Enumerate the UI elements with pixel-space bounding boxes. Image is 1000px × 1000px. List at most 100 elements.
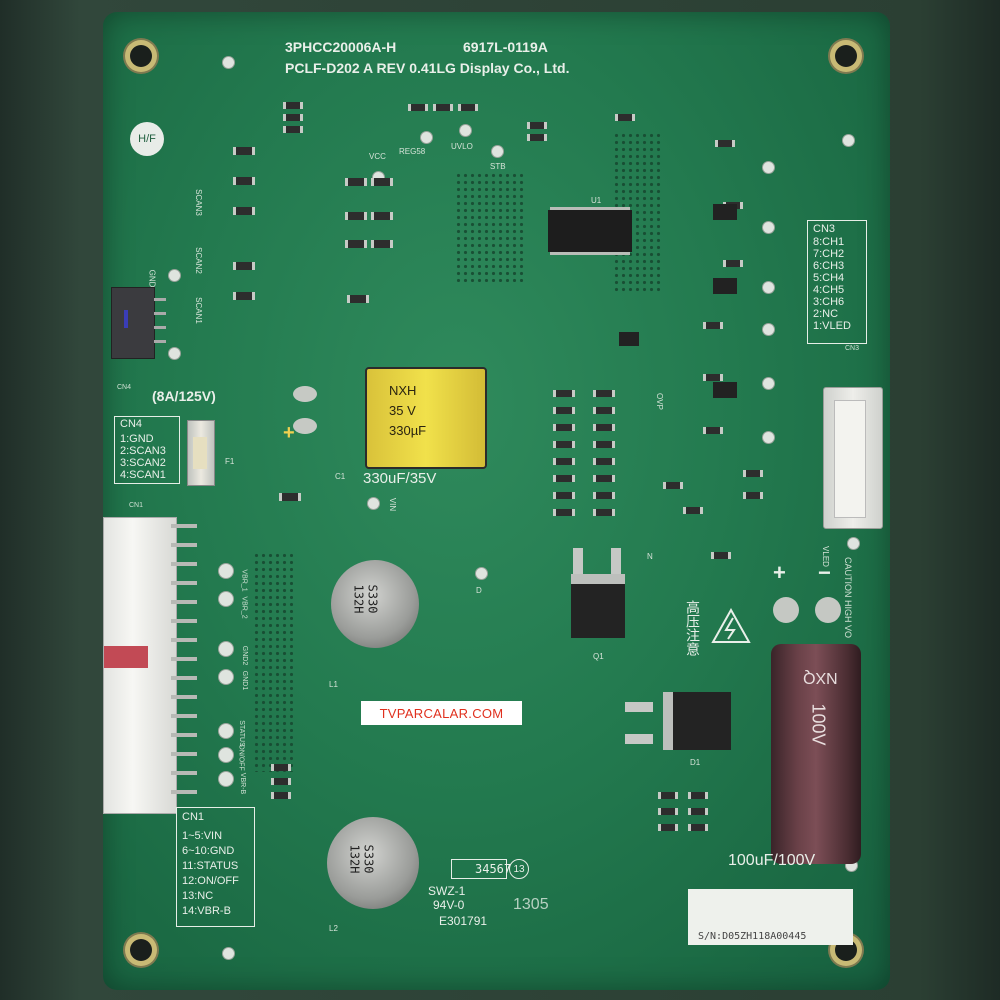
serial-label: S/N:D05ZH118A00445 (688, 889, 853, 945)
test-point (169, 348, 180, 359)
smd-resistor (593, 458, 615, 465)
smd-component (658, 792, 678, 799)
smd-resistor (593, 407, 615, 414)
test-point (492, 146, 503, 157)
cn1-test-pad (219, 724, 233, 738)
test-point (843, 135, 854, 146)
cn1-test-pad (219, 592, 233, 606)
capacitor-c2: NXQ 100V (771, 644, 861, 864)
cn3-pin-3: 3:CH6 (813, 296, 845, 308)
label-ovp: OVP (654, 393, 664, 410)
label-status: STATUS (237, 720, 245, 747)
test-point (373, 172, 384, 183)
smd-resistor (593, 475, 615, 482)
diode-d1-lead (625, 702, 653, 712)
minus-mark-c2: − (818, 560, 831, 585)
smd-resistor (553, 509, 575, 516)
smd-component (658, 808, 678, 815)
c2-value: 100V (808, 703, 829, 746)
test-point (223, 948, 234, 959)
mosfet-q1-lead (611, 548, 621, 574)
mosfet-q1-lead (573, 548, 583, 574)
cn4-pin-3: 3:SCAN2 (120, 457, 166, 469)
smd-component (283, 102, 303, 109)
smd-component (371, 178, 393, 186)
cn3-pin-6: 6:CH3 (813, 260, 845, 272)
smd-component (271, 792, 291, 799)
ic-u1 (548, 210, 632, 252)
gnd-pin-header (111, 287, 166, 359)
label-f1: F1 (225, 457, 235, 466)
cn1-test-pad (219, 748, 233, 762)
test-point (763, 432, 774, 443)
cn1-test-pad (219, 670, 233, 684)
cn1-title: CN1 (182, 811, 205, 823)
inductor-l1: S330 132H (331, 560, 419, 648)
cn3-title: CN3 (813, 223, 836, 235)
smd-component (408, 104, 428, 111)
smd-component (723, 260, 743, 267)
mounting-hole-top-right (835, 45, 857, 67)
hf-mark: H/F (130, 122, 164, 156)
smd-component (688, 792, 708, 799)
fuse-rating: (8A/125V) (152, 388, 216, 404)
c1-brand: NXH (389, 383, 417, 398)
cn3-box (807, 220, 867, 344)
mounting-hole-bottom-left (130, 939, 152, 961)
test-point (169, 270, 180, 281)
watermark-text: TVPARCALAR.COM (379, 705, 504, 721)
label-q1: Q1 (593, 652, 604, 661)
smd-component (715, 140, 735, 147)
smd-component (703, 322, 723, 329)
mounting-hole-top-left (130, 45, 152, 67)
smd-component (658, 824, 678, 831)
capacitor-c1-leads (283, 382, 363, 438)
smd-component (233, 177, 255, 185)
cn3-pin-7: 7:CH2 (813, 248, 845, 260)
test-point (846, 860, 857, 871)
smd-component (371, 240, 393, 248)
inductor-l2: S330 132H (327, 817, 419, 909)
warning-chinese-text: 高压注意 (685, 600, 701, 656)
smd-component (743, 492, 763, 499)
cn3-pin-1: 1:VLED (813, 320, 851, 332)
output-cap-label: 100uF/100V (728, 852, 816, 869)
smd-component (347, 295, 369, 303)
smd-component (527, 122, 547, 129)
label-vin: VIN (388, 497, 398, 512)
smd-resistor (593, 441, 615, 448)
smd-component (271, 764, 291, 771)
smd-resistor (593, 492, 615, 499)
test-point (763, 378, 774, 389)
cn1-test-pad (219, 642, 233, 656)
test-point (368, 498, 379, 509)
capacitor-c2-legs (773, 597, 843, 657)
label-uvlo: UVLO (451, 142, 473, 151)
cn3-pin-2: 2:NC (813, 308, 839, 320)
smd-component (703, 374, 723, 381)
cn1-pin-5: 13:NC (182, 890, 214, 902)
smd-resistor (593, 509, 615, 516)
label-u1: U1 (591, 196, 602, 205)
label-cn1-ref: CN1 (129, 502, 144, 509)
label-cn3-ref: CN3 (845, 345, 860, 352)
label-gnd2: GND2 (241, 645, 249, 666)
smd-component (233, 292, 255, 300)
label-vcc: VCC (369, 152, 386, 161)
pcb-board: 3PHCC20006A-H 6917L-0119A PCLF-D202 A RE… (103, 12, 890, 990)
smd-component (271, 778, 291, 785)
cn3-pin-5: 5:CH4 (813, 272, 845, 284)
high-voltage-warning-icon (711, 608, 751, 643)
c2-brand: NXQ (803, 669, 838, 686)
smd-component (688, 824, 708, 831)
cn4-box (114, 416, 180, 484)
cn4-pin-2: 2:SCAN3 (120, 445, 166, 457)
label-gnd: GND (147, 269, 157, 288)
smd-resistor (553, 492, 575, 499)
label-scan1: SCAN1 (193, 297, 203, 324)
cn1-pin-2: 6~10:GND (182, 845, 235, 857)
cn1-pin-6: 14:VBR-B (182, 905, 231, 917)
l1-marking: S330 132H (351, 584, 380, 614)
label-scan3: SCAN3 (193, 189, 203, 216)
test-point (476, 568, 487, 579)
